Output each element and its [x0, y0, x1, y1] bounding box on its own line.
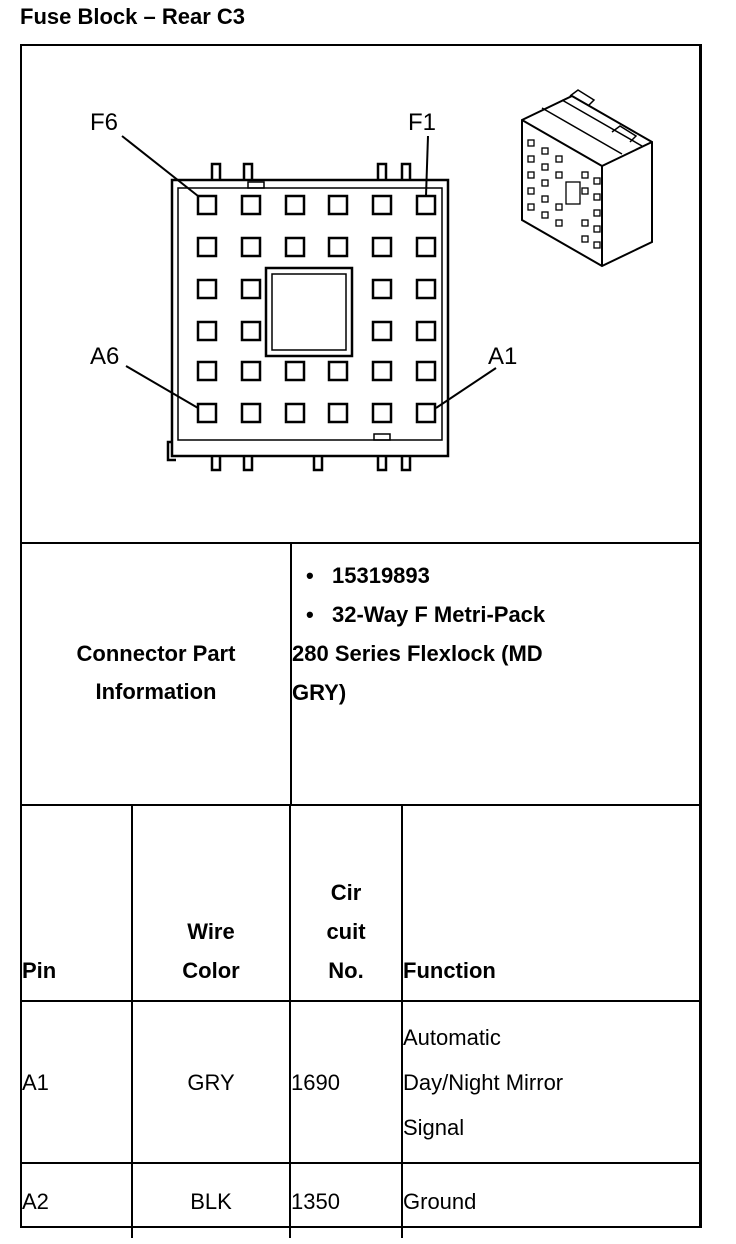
- connector-part-information: Connector Part Information • 15319893 • 32…: [22, 542, 699, 806]
- connector-part-information-label: Connector Part Information: [22, 542, 292, 804]
- pin-label-a6: A6: [90, 343, 119, 370]
- pin-label-f6: F6: [90, 109, 118, 136]
- cell-wire-color: BLK: [131, 1162, 291, 1238]
- header-circ-line3: No.: [328, 958, 364, 983]
- header-wire-color: Wire Color: [131, 804, 291, 1002]
- cell-function: Ground: [401, 1162, 699, 1238]
- part-number-item: • 15319893: [292, 556, 692, 595]
- connector-face-drawing: F6 F1 A6 A1: [90, 89, 653, 472]
- page-title: Fuse Block – Rear C3: [20, 4, 245, 29]
- cell-pin: A1: [22, 1000, 133, 1164]
- connector-document: F6 F1 A6 A1: [20, 44, 702, 1238]
- header-circuit-no: Cir cuit No.: [289, 804, 403, 1002]
- connector-part-details: • 15319893 • 32-Way F Metri-Pack 280 Serie…: [292, 556, 692, 712]
- part-description-line3: GRY): [292, 680, 347, 705]
- cpi-label-line2: Information: [95, 679, 217, 704]
- leader-lines: [121, 135, 497, 409]
- part-description-item: • 32-Way F Metri-Pack: [292, 595, 692, 634]
- header-function: Function: [401, 804, 699, 1002]
- table-row: A2 BLK 1350 Ground: [22, 1162, 699, 1238]
- function-line3: Signal: [403, 1114, 465, 1140]
- cell-circuit: 1350: [289, 1162, 403, 1238]
- table-row: A1 GRY 1690 Automatic Day/Night Mirror S…: [22, 1000, 699, 1164]
- cell-circuit: 1690: [289, 1000, 403, 1164]
- cell-wire-color: GRY: [131, 1000, 291, 1164]
- part-description-line1: 32-Way F Metri-Pack: [332, 602, 546, 627]
- header-wire-line1: Wire: [187, 919, 235, 944]
- part-description-line2: 280 Series Flexlock (MD: [292, 641, 543, 666]
- cell-pin: A2: [22, 1162, 133, 1238]
- bullet: •: [306, 563, 314, 588]
- function-line2: Day/Night Mirror: [403, 1069, 564, 1095]
- bullet: •: [306, 602, 314, 627]
- pinout-table: Pin Wire Color Cir cuit No. Function A1 …: [22, 804, 699, 1238]
- connector-diagram-section: F6 F1 A6 A1: [22, 46, 699, 544]
- connector-isometric-view: [521, 89, 653, 268]
- header-circ-line1: Cir: [330, 880, 362, 905]
- connector-housing: [166, 162, 450, 472]
- table-header-row: Pin Wire Color Cir cuit No. Function: [22, 804, 699, 1002]
- function-line1: Automatic: [403, 1024, 501, 1050]
- pin-cavities: [196, 194, 437, 424]
- header-pin: Pin: [22, 804, 133, 1002]
- header-wire-line2: Color: [182, 958, 240, 983]
- header-circ-line2: cuit: [326, 919, 366, 944]
- pin-label-f1: F1: [408, 109, 436, 136]
- part-number: 15319893: [332, 563, 430, 588]
- cpi-label-line1: Connector Part: [76, 641, 236, 666]
- pin-label-a1: A1: [488, 343, 517, 370]
- cell-function: Automatic Day/Night Mirror Signal: [401, 1000, 699, 1164]
